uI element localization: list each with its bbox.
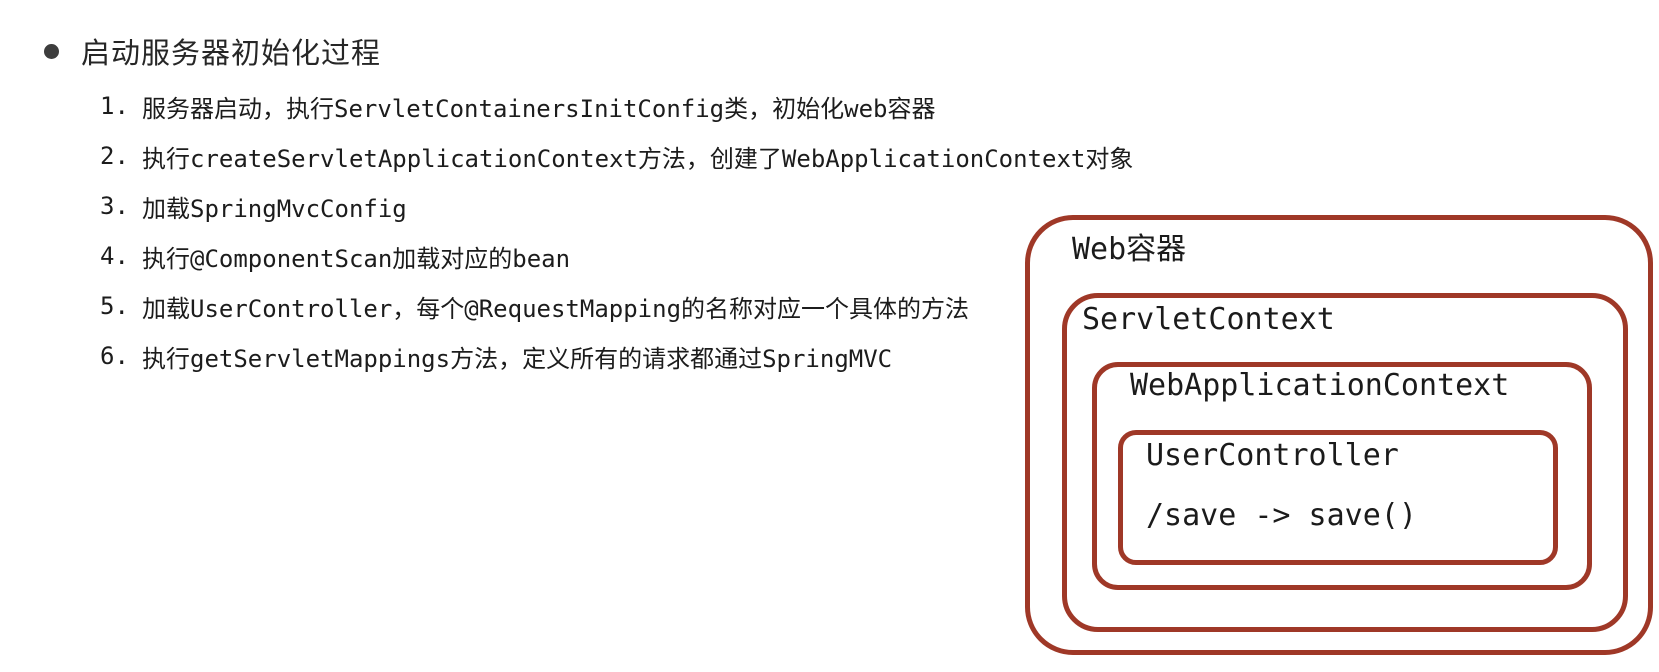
- list-item-text: 加载SpringMvcConfig: [142, 194, 407, 223]
- list-item-number: 6.: [100, 342, 129, 370]
- list-item-text: 加载UserController，每个@RequestMapping的名称对应一…: [142, 294, 970, 323]
- list-item-number: 3.: [100, 192, 129, 220]
- page-title: 启动服务器初始化过程: [81, 38, 382, 70]
- servlet-context-box: [1062, 293, 1628, 632]
- web-container-box: [1025, 215, 1653, 655]
- list-item: 3. 加载SpringMvcConfig: [100, 181, 1133, 231]
- web-container-label: Web容器: [1072, 232, 1187, 267]
- list-item: 1. 服务器启动，执行ServletContainersInitConfig类，…: [100, 81, 1133, 131]
- bullet-icon: [44, 43, 59, 59]
- list-item: 6. 执行getServletMappings方法，定义所有的请求都通过Spri…: [100, 331, 1133, 381]
- list-item-text: 执行getServletMappings方法，定义所有的请求都通过SpringM…: [142, 344, 893, 373]
- user-controller-label: UserController: [1146, 438, 1399, 473]
- list-item-text: 执行createServletApplicationContext方法，创建了W…: [142, 144, 1134, 173]
- user-controller-box: [1118, 430, 1558, 565]
- init-steps-list: 1. 服务器启动，执行ServletContainersInitConfig类，…: [100, 81, 1133, 381]
- list-item: 5. 加载UserController，每个@RequestMapping的名称…: [100, 281, 1133, 331]
- list-item: 2. 执行createServletApplicationContext方法，创…: [100, 131, 1133, 181]
- list-item-text: 执行@ComponentScan加载对应的bean: [142, 244, 571, 273]
- web-application-context-box: [1092, 362, 1592, 590]
- servlet-context-label: ServletContext: [1082, 302, 1335, 337]
- list-item-number: 4.: [100, 242, 129, 270]
- list-item-number: 5.: [100, 292, 129, 320]
- list-item: 4. 执行@ComponentScan加载对应的bean: [100, 231, 1133, 281]
- list-item-number: 1.: [100, 92, 129, 120]
- list-item-text: 服务器启动，执行ServletContainersInitConfig类，初始化…: [142, 94, 936, 123]
- list-item-number: 2.: [100, 142, 129, 170]
- web-application-context-label: WebApplicationContext: [1130, 368, 1510, 403]
- title-row: 启动服务器初始化过程: [44, 30, 381, 72]
- save-mapping-label: /save -> save(): [1146, 498, 1417, 533]
